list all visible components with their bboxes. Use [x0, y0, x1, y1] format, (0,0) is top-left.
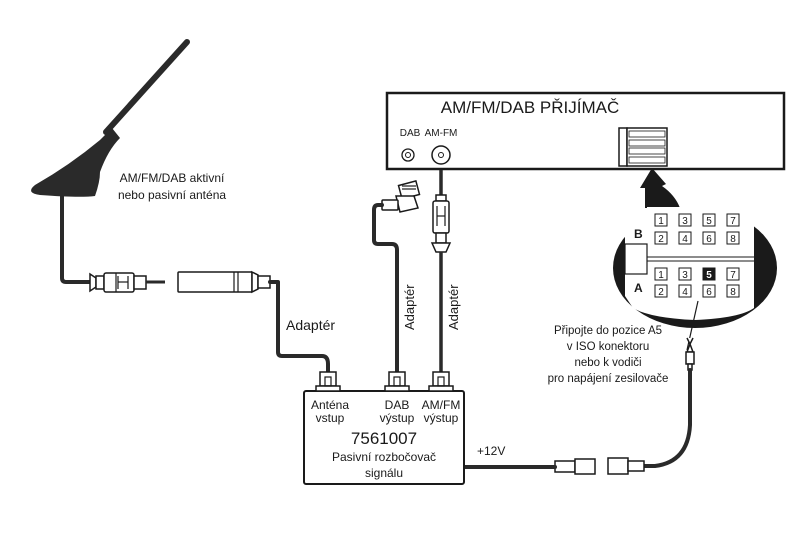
- instruction-line1: Připojte do pozice A5: [554, 325, 662, 337]
- antenna-cable: [60, 194, 94, 284]
- iso-pin-label: 4: [682, 234, 688, 245]
- iso-pin-label: 6: [706, 234, 712, 245]
- splitter-port-amfm: [428, 371, 454, 392]
- splitter-dab-label-line2: výstup: [380, 411, 415, 425]
- splitter-amfm-label-line1: AM/FM: [422, 398, 461, 412]
- splitter-input-label-line1: Anténa: [311, 398, 349, 412]
- adapter-label-amfm: Adaptér: [446, 284, 461, 330]
- iso-pin-label: 3: [682, 270, 688, 281]
- instruction-line2: v ISO konektoru: [567, 341, 649, 353]
- power-connector-female: [607, 457, 645, 475]
- iso-pin-b2: 2: [654, 231, 668, 245]
- iso-pin-b4: 4: [678, 231, 692, 245]
- receiver-box: [385, 91, 786, 171]
- antenna-adapter: [177, 270, 271, 294]
- dab-port-icon: [401, 148, 415, 162]
- iso-pin-label: 2: [658, 287, 664, 298]
- iso-pin-label: 6: [706, 287, 712, 298]
- iso-pin-a6: 6: [702, 284, 716, 298]
- antenna-label-line1: AM/FM/DAB aktivní: [120, 171, 225, 185]
- splitter-input-label-line2: vstup: [316, 411, 345, 425]
- splitter-amfm-label-line2: výstup: [424, 411, 459, 425]
- instruction-line4: pro napájení zesilovače: [548, 373, 669, 385]
- splitter-port-input: [315, 371, 341, 392]
- iso-pin-b3: 3: [678, 213, 692, 227]
- adapter-cable-left: [268, 280, 330, 374]
- splitter-part-number: 7561007: [351, 429, 417, 448]
- splitter-box: [303, 390, 465, 485]
- iso-pin-b8: 8: [726, 231, 740, 245]
- iso-pin-label: 5: [706, 216, 712, 227]
- power-cable-right: [638, 368, 692, 468]
- antenna-mast: [103, 39, 190, 135]
- adapter-cable-dab: [372, 203, 399, 374]
- iso-pin-label: 1: [658, 216, 664, 227]
- antenna-label-line2: nebo pasivní anténa: [118, 188, 226, 202]
- iso-pin-a2: 2: [654, 284, 668, 298]
- iso-pin-label: 5: [706, 270, 712, 281]
- iso-pin-label: 3: [682, 216, 688, 227]
- receiver-iso-socket: [618, 127, 668, 167]
- power-pin-connector: [685, 337, 695, 371]
- iso-pin-b1: 1: [654, 213, 668, 227]
- iso-row-b-label: B: [634, 227, 643, 241]
- amfm-port-icon: [431, 145, 451, 165]
- iso-pin-label: 2: [658, 234, 664, 245]
- iso-pin-a8: 8: [726, 284, 740, 298]
- antenna-plug: [89, 272, 165, 293]
- antenna: [31, 39, 190, 197]
- iso-pin-b5: 5: [702, 213, 716, 227]
- iso-pin-label: 8: [730, 287, 736, 298]
- iso-pin-b7: 7: [726, 213, 740, 227]
- receiver-unit: [385, 91, 786, 171]
- callout-arrow-icon: [640, 168, 680, 208]
- iso-pin-grid: 1 3 5 7 2 4 6 8 1 3 5 7 2 4 6 8: [654, 213, 740, 298]
- amfm-adapter-plug: [430, 194, 452, 253]
- splitter-name-line1: Pasivní rozbočovač: [332, 450, 436, 464]
- antenna-base: [31, 128, 120, 197]
- receiver-title: AM/FM/DAB PŘIJÍMAČ: [441, 98, 620, 117]
- iso-pin-a7: 7: [726, 267, 740, 281]
- adapter-label-left: Adaptér: [286, 317, 335, 333]
- iso-pin-label: 4: [682, 287, 688, 298]
- iso-pin-a4: 4: [678, 284, 692, 298]
- instruction-line3: nebo k vodiči: [574, 357, 641, 369]
- iso-pin-a1: 1: [654, 267, 668, 281]
- power-connector-male: [554, 458, 596, 475]
- iso-pin-label: 7: [730, 270, 736, 281]
- receiver-port-dab-label: DAB: [400, 128, 421, 139]
- iso-connector-detail: [613, 207, 777, 328]
- receiver-port-amfm-label: AM-FM: [425, 128, 458, 139]
- power-label: +12V: [477, 444, 505, 458]
- splitter-port-dab: [384, 371, 410, 392]
- splitter-name-line2: signálu: [365, 466, 403, 480]
- iso-pin-label: 8: [730, 234, 736, 245]
- iso-pin-label: 7: [730, 216, 736, 227]
- iso-pin-a3: 3: [678, 267, 692, 281]
- iso-pin-label: 1: [658, 270, 664, 281]
- iso-row-a-label: A: [634, 281, 643, 295]
- iso-pin-b6: 6: [702, 231, 716, 245]
- adapter-label-dab: Adaptér: [402, 284, 417, 330]
- splitter-dab-label-line1: DAB: [385, 398, 410, 412]
- dab-adapter-plug: [381, 179, 421, 213]
- iso-pin-a5: 5: [702, 267, 716, 281]
